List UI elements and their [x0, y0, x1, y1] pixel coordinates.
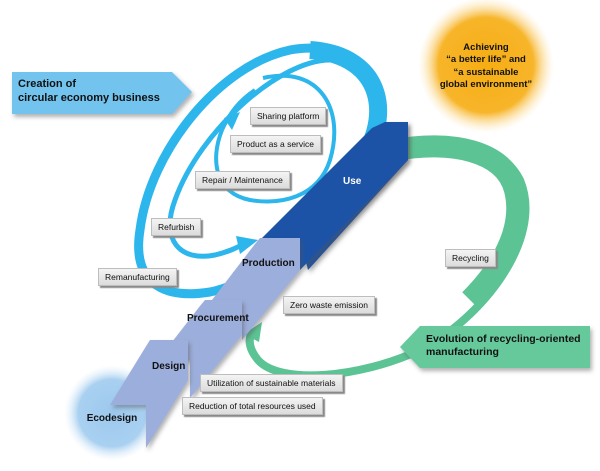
- procurement-step-label: Procurement: [187, 313, 249, 324]
- use-step-label: Use: [343, 176, 362, 187]
- tag-recycling: Recycling: [445, 249, 496, 267]
- procurement-step-shape: [158, 300, 242, 398]
- circular-banner-line2: circular economy business: [18, 91, 160, 104]
- goal-line1: Achieving: [463, 42, 509, 53]
- circular-banner-line1: Creation of: [18, 78, 77, 90]
- circular-banner-shape: [12, 72, 192, 114]
- recycling-banner: Evolution of recycling-oriented manufact…: [426, 333, 581, 359]
- inner-loop-arrowhead: [224, 112, 240, 130]
- tag-product-as-a-service: Product as a service: [230, 135, 322, 153]
- tag-sharing-platform: Sharing platform: [250, 107, 327, 125]
- tag-repair-maintenance: Repair / Maintenance: [195, 171, 290, 189]
- inner-loop: [214, 73, 337, 204]
- goal-line3: “a sustainable: [453, 66, 519, 78]
- production-step-shape: [212, 238, 300, 340]
- circular-banner: Creation of circular economy business: [18, 78, 160, 106]
- design-step-label: Design: [152, 361, 186, 372]
- recycling-banner-shape: [400, 326, 590, 368]
- goal-line2: “a better life” and: [446, 54, 526, 66]
- recycling-arrowhead: [244, 322, 262, 342]
- tag-reduction-resources: Reduction of total resources used: [182, 397, 323, 415]
- recycling-banner-line1: Evolution of recycling-oriented: [426, 333, 581, 345]
- tag-refurbish: Refurbish: [151, 218, 202, 236]
- recycling-banner-line2: manufacturing: [426, 346, 499, 359]
- use-step-main: [262, 122, 408, 270]
- tag-sustainable-materials: Utilization of sustainable materials: [200, 374, 343, 392]
- goal-line4: global environment”: [439, 79, 533, 91]
- design-step-shape: [110, 340, 188, 448]
- recycling-loop-thick: [393, 135, 529, 308]
- tag-remanufacturing: Remanufacturing: [98, 268, 177, 286]
- ecodesign-label: Ecodesign: [86, 413, 138, 424]
- refurbish-arrowhead: [236, 236, 258, 254]
- tag-zero-waste-emission: Zero waste emission: [283, 296, 375, 314]
- middle-loop: [167, 57, 331, 259]
- goal-circle: [418, 0, 554, 133]
- production-step-label: Production: [242, 258, 295, 269]
- goal-text: Achieving “a better life” and “a sustain…: [420, 42, 552, 91]
